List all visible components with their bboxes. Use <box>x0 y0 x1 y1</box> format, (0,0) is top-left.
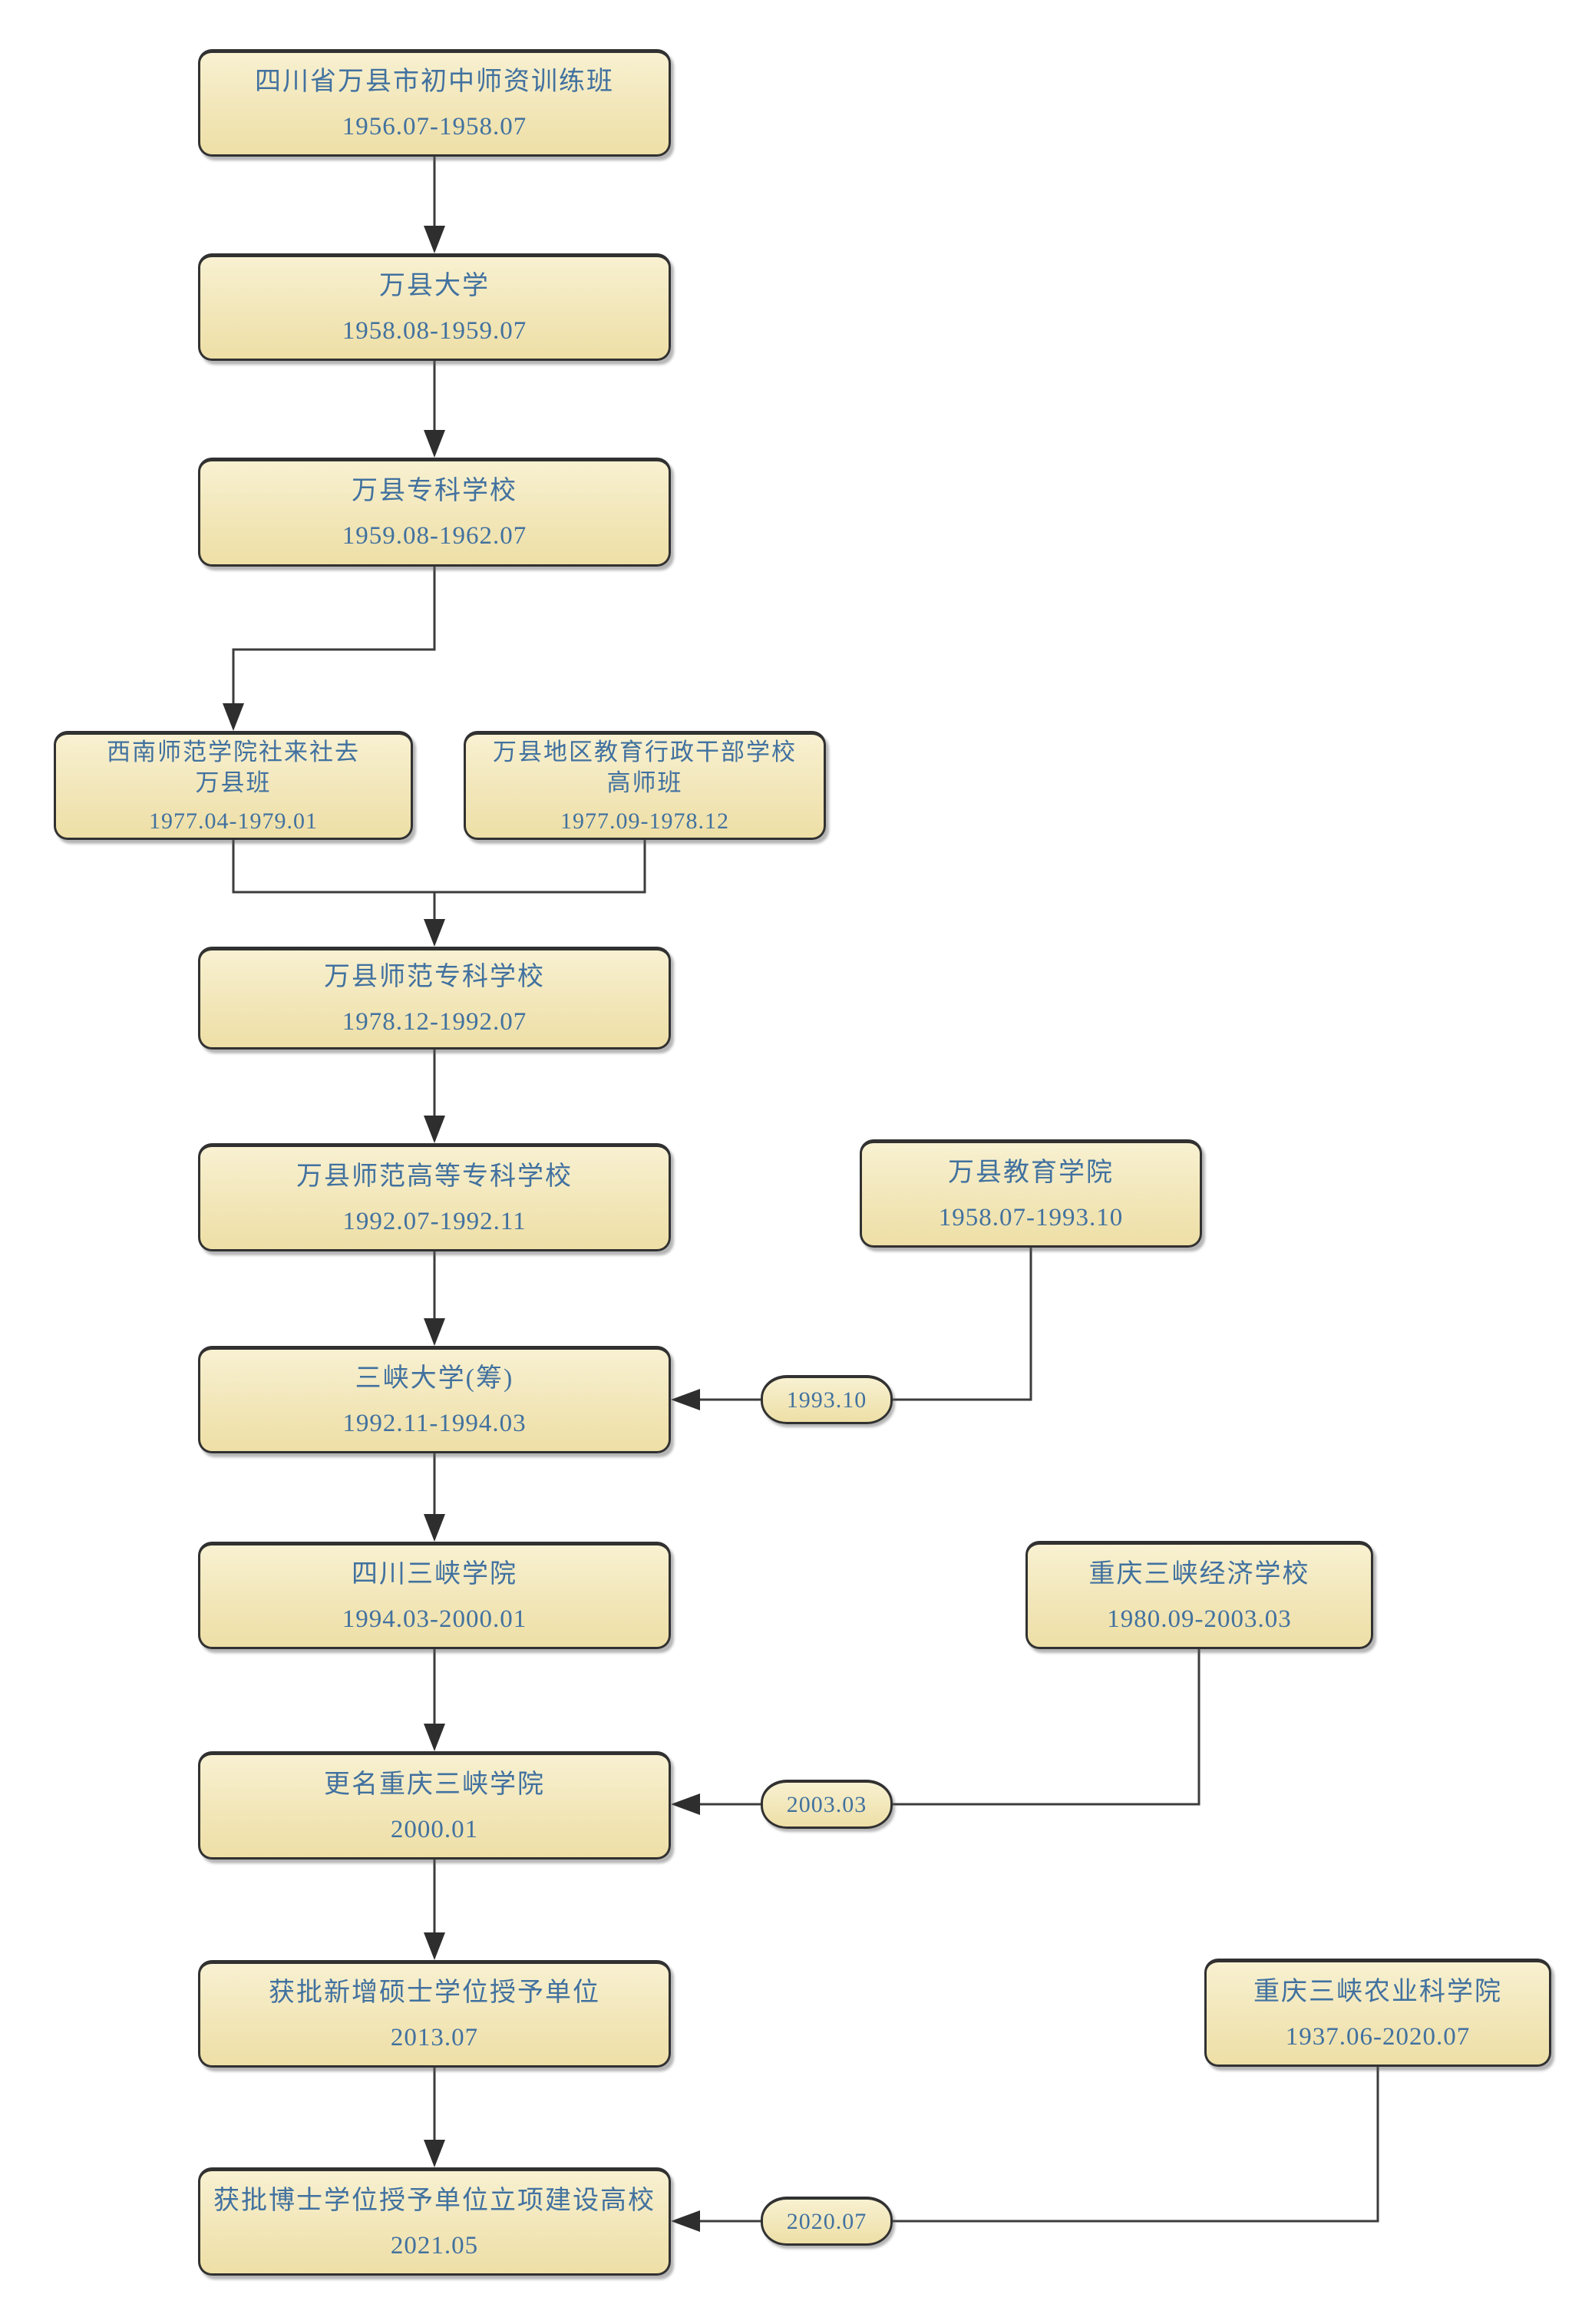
arrowhead-left-n9 <box>671 1793 700 1815</box>
arrowhead-left-n11 <box>671 2210 700 2232</box>
arrowhead-down-n10 <box>424 1932 445 1960</box>
node-title: 获批博士学位授予单位立项建设高校 <box>213 2186 656 2215</box>
arrowhead-down-n4a <box>223 703 244 731</box>
node-title: 三峡大学(筹) <box>355 1364 514 1393</box>
badge-label: 2020.07 <box>786 2208 867 2234</box>
node-title: 获批新增硕士学位授予单位 <box>269 1979 600 2007</box>
node-junior-teacher-training-class: 四川省万县市初中师资训练班 1956.07-1958.07 <box>198 49 671 157</box>
node-period: 1956.07-1958.07 <box>342 113 527 140</box>
node-period: 1994.03-2000.01 <box>342 1605 527 1633</box>
node-period: 1977.09-1978.12 <box>560 808 729 834</box>
node-title: 万县专科学校 <box>352 477 517 505</box>
node-title: 重庆三峡农业科学院 <box>1253 1977 1502 2006</box>
arrowhead-down-n7 <box>424 1318 445 1346</box>
node-period: 1978.12-1992.07 <box>342 1008 527 1036</box>
node-title: 万县师范高等专科学校 <box>296 1162 573 1191</box>
node-wanxian-university: 万县大学 1958.08-1959.07 <box>198 253 671 361</box>
node-title: 万县教育学院 <box>948 1158 1114 1187</box>
badge-1993-10: 1993.10 <box>761 1375 893 1424</box>
arrowhead-down-n5 <box>424 919 445 947</box>
arrowhead-down-n2 <box>424 226 445 253</box>
node-sanxia-university-preparatory: 三峡大学(筹) 1992.11-1994.03 <box>198 1346 671 1453</box>
node-title: 万县大学 <box>379 272 490 300</box>
connector-nb-n9 <box>700 1649 1200 1806</box>
node-title: 万县师范专科学校 <box>324 963 545 991</box>
node-doctoral-degree-project-university: 获批博士学位授予单位立项建设高校 2021.05 <box>198 2167 671 2276</box>
node-period: 2013.07 <box>390 2024 479 2051</box>
node-chongqing-sanxia-economic-school: 重庆三峡经济学校 1980.09-2003.03 <box>1025 1541 1373 1649</box>
node-title: 万县地区教育行政干部学校 <box>493 739 797 765</box>
node-wanxian-education-admin-cadre-school: 万县地区教育行政干部学校 高师班 1977.09-1978.12 <box>464 731 826 840</box>
badge-label: 2003.03 <box>786 1791 867 1817</box>
node-period: 2000.01 <box>390 1815 479 1843</box>
node-sichuan-sanxia-college: 四川三峡学院 1994.03-2000.01 <box>198 1542 671 1649</box>
connector-n3-n4a <box>232 567 436 703</box>
node-period: 1959.08-1962.07 <box>342 522 527 550</box>
node-southwest-normal-wanxian-class: 西南师范学院社来社去 万县班 1977.04-1979.01 <box>54 731 413 840</box>
node-title-line2: 万县班 <box>195 769 272 796</box>
node-title-line2: 高师班 <box>606 769 683 796</box>
node-master-degree-granting-unit: 获批新增硕士学位授予单位 2013.07 <box>198 1960 671 2068</box>
node-period: 1992.11-1994.03 <box>342 1410 527 1437</box>
node-chongqing-sanxia-agricultural-academy: 重庆三峡农业科学院 1937.06-2020.07 <box>1204 1959 1551 2067</box>
arrowhead-down-n8 <box>424 1514 445 1542</box>
arrowhead-down-n3 <box>424 430 445 458</box>
node-wanxian-specialized-school: 万县专科学校 1959.08-1962.07 <box>198 458 671 567</box>
node-period: 1980.09-2003.03 <box>1107 1605 1292 1633</box>
arrowhead-down-n6 <box>424 1116 445 1143</box>
node-wanxian-higher-normal-specialized-school: 万县师范高等专科学校 1992.07-1992.11 <box>198 1143 671 1251</box>
node-period: 1992.07-1992.11 <box>342 1207 527 1235</box>
badge-label: 1993.10 <box>786 1387 867 1413</box>
badge-2003-03: 2003.03 <box>761 1780 893 1829</box>
node-title: 四川省万县市初中师资训练班 <box>255 68 614 96</box>
arrowhead-down-n9 <box>424 1724 445 1751</box>
connector-nc-n11 <box>700 2067 1379 2223</box>
node-title: 重庆三峡经济学校 <box>1088 1559 1310 1588</box>
node-title: 西南师范学院社来社去 <box>107 739 360 765</box>
node-period: 1958.07-1993.10 <box>938 1203 1124 1231</box>
node-wanxian-normal-specialized-school: 万县师范专科学校 1978.12-1992.07 <box>198 947 671 1050</box>
arrowhead-down-n11 <box>424 2140 445 2167</box>
arrowhead-left-n7 <box>671 1389 700 1410</box>
node-title: 更名重庆三峡学院 <box>324 1770 545 1799</box>
node-period: 1958.08-1959.07 <box>342 317 527 345</box>
node-wanxian-education-college: 万县教育学院 1958.07-1993.10 <box>860 1139 1202 1248</box>
node-renamed-chongqing-sanxia-college: 更名重庆三峡学院 2000.01 <box>198 1751 671 1860</box>
node-title: 四川三峡学院 <box>352 1560 517 1588</box>
node-period: 2021.05 <box>390 2231 479 2260</box>
node-period: 1977.04-1979.01 <box>149 808 318 834</box>
badge-2020-07: 2020.07 <box>761 2197 893 2246</box>
node-period: 1937.06-2020.07 <box>1285 2022 1471 2051</box>
connector-n4-merge <box>232 840 646 894</box>
